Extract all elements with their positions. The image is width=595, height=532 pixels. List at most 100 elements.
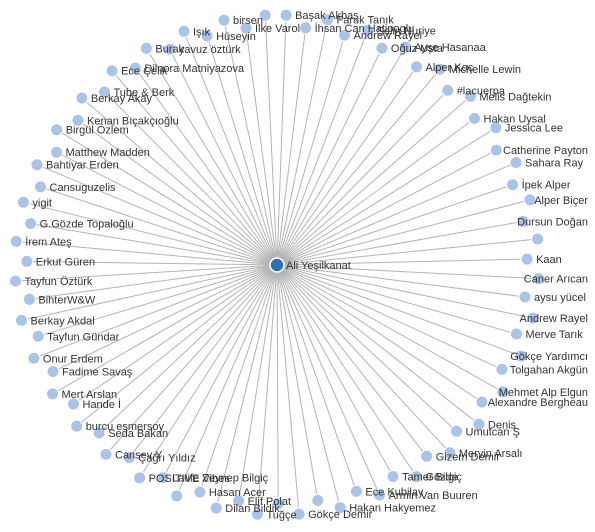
friend-node[interactable] (514, 349, 528, 363)
friend-node[interactable] (292, 507, 306, 521)
friend-node[interactable] (526, 311, 540, 325)
friend-node[interactable] (50, 123, 64, 137)
friend-node[interactable] (510, 327, 523, 341)
link (276, 90, 449, 266)
friend-node[interactable] (496, 385, 510, 399)
friend-node[interactable] (22, 292, 36, 306)
friend-node[interactable] (338, 28, 352, 42)
friend-label: Gözde (426, 472, 458, 484)
friend-node[interactable] (31, 329, 45, 343)
friend-node[interactable] (520, 252, 534, 266)
friend-node[interactable] (386, 470, 400, 483)
friend-node[interactable] (373, 488, 387, 502)
friend-node[interactable] (441, 83, 455, 97)
friend-node[interactable] (531, 232, 545, 246)
friend-node[interactable] (232, 494, 246, 508)
friend-node[interactable] (170, 489, 184, 503)
link (245, 28, 278, 266)
friend-node[interactable] (489, 121, 503, 135)
friend-node[interactable] (489, 143, 503, 157)
friend-node[interactable] (420, 449, 434, 463)
friend-node[interactable] (410, 470, 423, 484)
friend-node[interactable] (156, 471, 170, 485)
friend-node[interactable] (70, 419, 84, 433)
friend-node[interactable] (463, 89, 477, 103)
friend-node[interactable] (532, 272, 546, 286)
link (134, 67, 278, 266)
friend-node[interactable] (410, 60, 423, 74)
link (169, 48, 278, 266)
friend-node[interactable] (375, 41, 389, 55)
friend-node[interactable] (163, 42, 177, 56)
friend-node[interactable] (92, 426, 106, 440)
center-node[interactable] (269, 257, 285, 273)
friend-node[interactable] (398, 40, 412, 54)
friend-node[interactable] (209, 501, 223, 515)
friend-node[interactable] (509, 156, 523, 169)
friend-node[interactable] (299, 21, 313, 35)
friend-node[interactable] (472, 417, 486, 431)
friend-node[interactable] (433, 62, 447, 76)
friend-node[interactable] (27, 351, 41, 365)
link (276, 264, 279, 504)
friend-node[interactable] (279, 8, 293, 22)
friend-node[interactable] (321, 13, 334, 27)
friend-node[interactable] (475, 395, 489, 409)
friend-node[interactable] (30, 158, 44, 172)
link (276, 27, 307, 266)
friend-node[interactable] (443, 446, 457, 460)
friend-node[interactable] (200, 29, 214, 43)
center-node-group: Ali Yeşilkanat (269, 257, 351, 273)
friend-node[interactable] (50, 145, 63, 159)
friend-node[interactable] (122, 451, 136, 465)
friend-node[interactable] (46, 387, 59, 401)
friend-node[interactable] (468, 111, 481, 125)
friend-label: birsen (233, 15, 263, 27)
friend-label: Mert Arslan (62, 389, 118, 401)
friend-label: Bahtiyar Erden (46, 160, 119, 172)
friend-node[interactable] (217, 13, 231, 27)
friend-node[interactable] (516, 214, 530, 228)
friend-node[interactable] (98, 85, 111, 99)
link (276, 264, 357, 492)
friend-node[interactable] (9, 274, 22, 288)
friend-node[interactable] (34, 180, 47, 194)
friend-node[interactable] (75, 91, 89, 105)
friend-node[interactable] (177, 24, 191, 38)
friend-node[interactable] (193, 485, 207, 499)
link (276, 264, 381, 496)
friend-node[interactable] (271, 497, 285, 511)
link (139, 264, 278, 479)
friend-node[interactable] (506, 178, 520, 192)
friend-node[interactable] (16, 195, 30, 209)
friend-node[interactable] (239, 21, 253, 35)
friend-node[interactable] (518, 290, 532, 304)
friend-node[interactable] (20, 254, 34, 268)
friend-node[interactable] (258, 8, 272, 22)
friend-node[interactable] (67, 397, 80, 411)
friend-node[interactable] (105, 64, 119, 78)
friend-label: İpek Alper (522, 179, 571, 192)
friend-node[interactable] (133, 471, 147, 485)
friend-node[interactable] (251, 507, 264, 521)
friend-node[interactable] (15, 313, 28, 327)
friend-node[interactable] (450, 424, 463, 438)
friend-node[interactable] (139, 41, 153, 55)
friend-node[interactable] (9, 234, 23, 248)
friend-node[interactable] (349, 484, 363, 498)
link (276, 264, 503, 370)
link (264, 15, 278, 266)
friend-label: Çağrı Yıldız (138, 453, 195, 465)
friend-node[interactable] (495, 362, 509, 376)
friend-label: Alper Biçer (534, 195, 588, 207)
friend-node[interactable] (46, 365, 60, 378)
friend-node[interactable] (333, 501, 347, 515)
friend-node[interactable] (311, 494, 325, 507)
link (29, 264, 278, 300)
friend-node[interactable] (99, 447, 113, 461)
friend-node[interactable] (128, 61, 142, 75)
friend-node[interactable] (24, 217, 38, 231)
friend-node[interactable] (361, 23, 375, 37)
friend-node[interactable] (523, 193, 537, 207)
friend-node[interactable] (71, 113, 85, 127)
